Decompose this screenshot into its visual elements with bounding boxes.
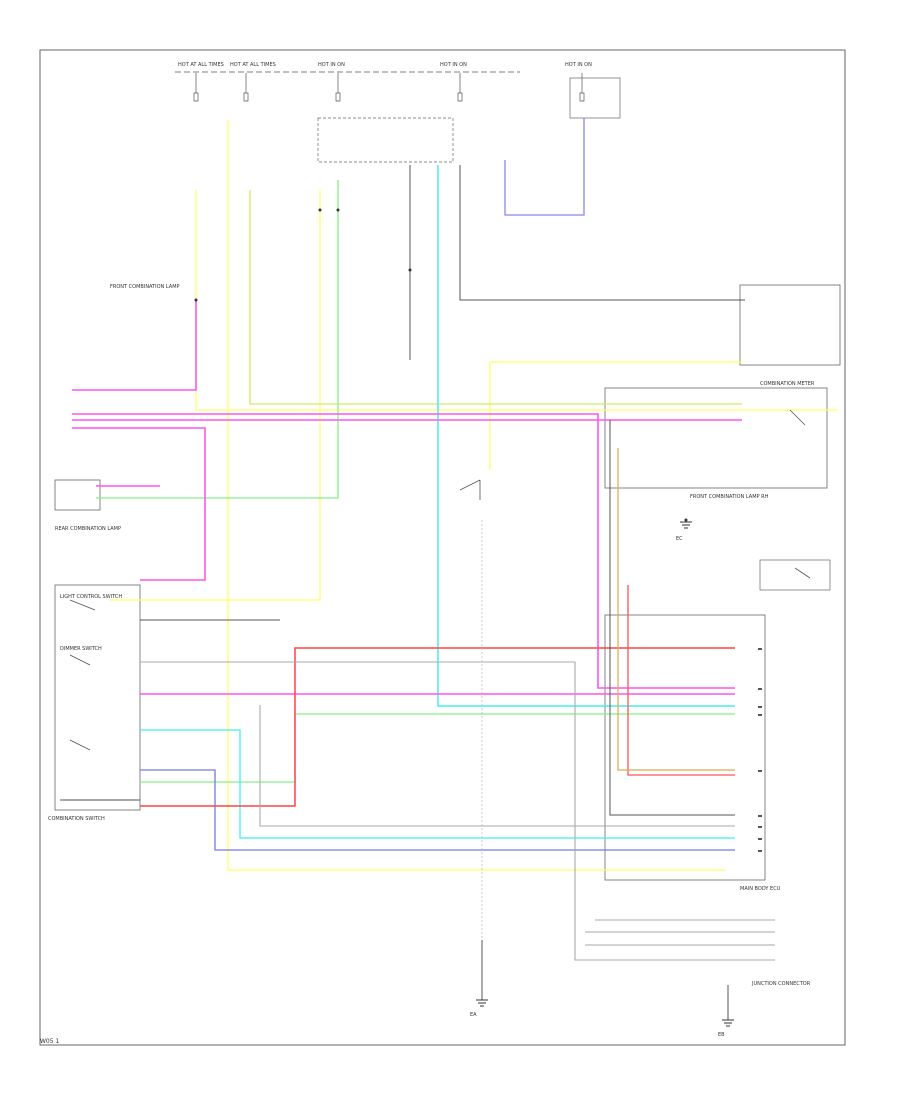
- dimmer-relay-box: [739, 284, 841, 366]
- fuse-label-1: HOT AT ALL TIMES: [178, 62, 224, 68]
- label-junction-connector: JUNCTION CONNECTOR: [751, 981, 811, 987]
- label-rear-combination-lamp: REAR COMBINATION LAMP: [55, 526, 121, 532]
- ground-eb: [722, 1019, 734, 1027]
- yellow-wire-2: [227, 120, 725, 871]
- top-right-relay: [569, 77, 621, 119]
- fuse-symbol-1: [193, 73, 199, 102]
- ground-label-ea: EA: [470, 1012, 477, 1018]
- label-front-combination-lamp-rh: FRONT COMBINATION LAMP RH: [690, 494, 769, 500]
- yellow-wires: [110, 120, 838, 871]
- label-combination-switch: COMBINATION SWITCH: [48, 816, 105, 822]
- switch-symbol-1: [459, 479, 481, 500]
- pink-wire-1: [72, 413, 735, 689]
- ecu-pin: [758, 706, 762, 708]
- black-wires: [60, 165, 745, 1020]
- ecu-pin: [758, 688, 762, 690]
- dot-marker: [408, 268, 412, 272]
- ground-ea: [476, 999, 488, 1007]
- red-wire-1: [140, 647, 735, 807]
- diagram-code: W05 1: [40, 1038, 60, 1045]
- ground-symbols: [476, 521, 734, 1027]
- switch-symbol-3: [69, 654, 91, 666]
- left-connector-box: [54, 479, 101, 511]
- ground-ec: [680, 521, 692, 529]
- cyan-wire-1: [437, 165, 735, 707]
- label-body-ecu: MAIN BODY ECU: [740, 886, 781, 892]
- dot-marker: [194, 298, 198, 302]
- ground-label-ec: EC: [676, 536, 683, 542]
- fuse-labels: HOT AT ALL TIMES HOT AT ALL TIMES HOT IN…: [178, 62, 592, 68]
- component-labels: FRONT COMBINATION LAMP COMBINATION METER…: [48, 284, 815, 987]
- black-wire-2: [459, 165, 745, 301]
- label-combination-meter: COMBINATION METER: [760, 381, 815, 387]
- ground-label-eb: EB: [718, 1032, 725, 1038]
- fuse-label-2: HOT AT ALL TIMES: [230, 62, 276, 68]
- fuse-label-4: HOT IN ON: [440, 62, 467, 68]
- switch-symbol-6: [794, 567, 811, 579]
- red-wire-2: [627, 585, 735, 776]
- green-wire-2: [140, 713, 735, 783]
- yellow-wire-3: [110, 190, 321, 601]
- dot-markers: [194, 208, 688, 522]
- label-dimmer-switch: DIMMER SWITCH: [60, 646, 102, 652]
- ecu-pin: [758, 826, 762, 828]
- pink-wire-4: [72, 427, 206, 581]
- top-blue-wire: [504, 118, 585, 216]
- body-ecu-box: [604, 614, 766, 881]
- grey-wire-1: [140, 661, 775, 961]
- dot-marker: [684, 518, 688, 522]
- dot-marker: [318, 208, 322, 212]
- fuse-symbol-4: [457, 73, 463, 102]
- ecu-pin: [758, 770, 762, 772]
- fuse-symbol-3: [335, 73, 341, 102]
- light-blue-wire: [140, 769, 735, 851]
- fuse-symbol-2: [243, 73, 249, 102]
- switch-symbol-4: [69, 739, 91, 751]
- relay-box: [317, 117, 454, 163]
- fuse-label-3: HOT IN ON: [318, 62, 345, 68]
- orange-wire: [617, 448, 735, 771]
- pink-wire-3: [72, 300, 197, 391]
- ecu-pin: [758, 815, 762, 817]
- ecu-pin: [758, 838, 762, 840]
- ecu-pin: [758, 714, 762, 716]
- grey-wire-2: [259, 705, 735, 827]
- dot-marker: [336, 208, 340, 212]
- fuse-label-5: HOT IN ON: [565, 62, 592, 68]
- yellow-wire-4: [489, 361, 742, 470]
- right-connector-box: [759, 559, 831, 591]
- switch-symbols: [69, 409, 811, 751]
- ecu-pin-marks: [758, 648, 762, 852]
- green-wire-1: [96, 180, 339, 499]
- pink-wires: [72, 300, 742, 695]
- fuse-symbol-5: [579, 73, 585, 102]
- fuse-symbols: [193, 73, 585, 102]
- ecu-pin: [758, 648, 762, 650]
- label-front-combination-lamp: FRONT COMBINATION LAMP: [110, 284, 180, 290]
- combination-switch-box: [54, 584, 141, 811]
- switch-symbol-2: [69, 599, 96, 611]
- yellow-wire-1: [195, 190, 838, 411]
- ecu-pin: [758, 850, 762, 852]
- black-wire-1: [609, 420, 735, 816]
- switch-symbol-5: [789, 409, 806, 426]
- diagram-frame: [39, 49, 846, 1046]
- yellow-green-wire: [249, 190, 742, 405]
- combination-meter-box: [604, 387, 828, 489]
- cyan-wire-2: [140, 729, 735, 839]
- grey-wires: [140, 661, 775, 961]
- label-light-control-switch: LIGHT CONTROL SWITCH: [60, 594, 122, 600]
